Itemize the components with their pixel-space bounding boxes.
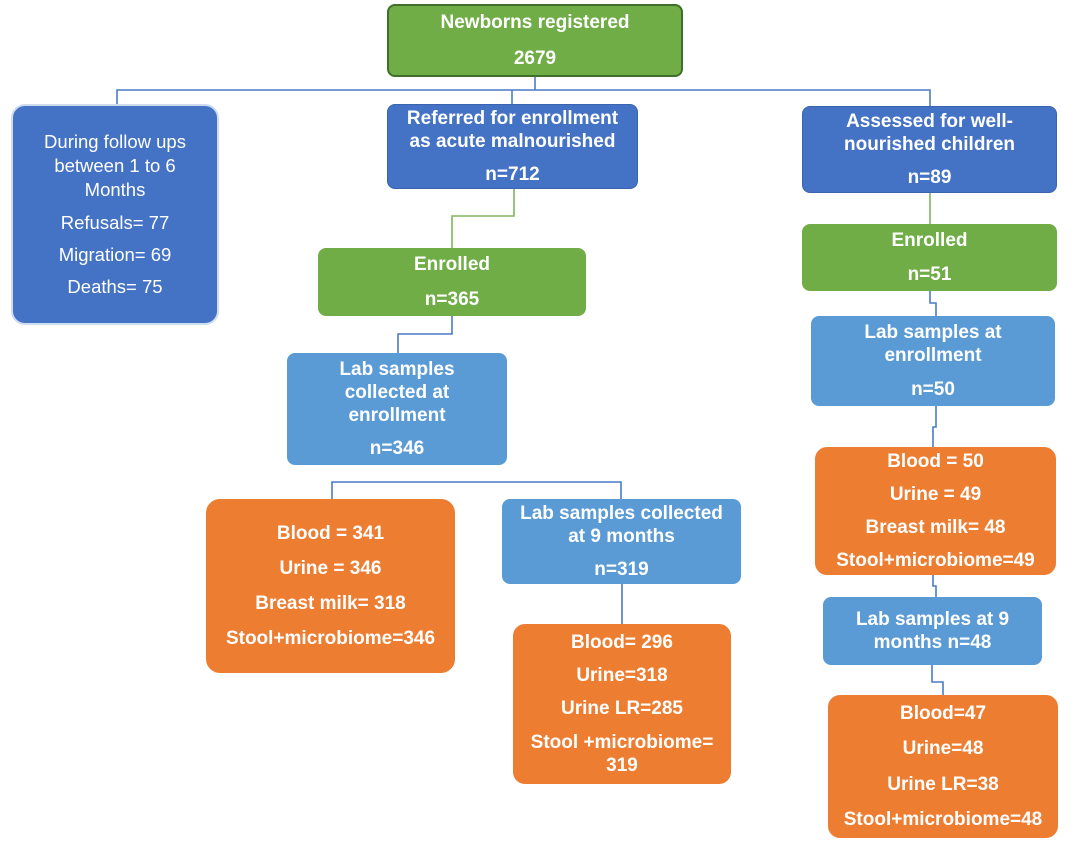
followups-deaths: Deaths= 75 bbox=[67, 275, 163, 297]
referred-box: Referred for enrollment as acute malnour… bbox=[387, 104, 638, 189]
lab-enroll-mal-line2: collected at bbox=[344, 381, 450, 403]
sample-mal-urine: Urine = 346 bbox=[279, 557, 382, 579]
lab-9m-mal-count: n=319 bbox=[594, 559, 649, 581]
lab-9months-malnourished-box: Lab samples collected at 9 months n=319 bbox=[502, 499, 741, 584]
referred-count: n=712 bbox=[485, 164, 540, 186]
newborns-title: Newborns registered bbox=[440, 12, 630, 34]
enrolled-mal-title: Enrolled bbox=[413, 253, 490, 275]
connector-well-lab9m-to-samples bbox=[931, 665, 944, 695]
sample-9m-mal-urine: Urine=318 bbox=[576, 665, 668, 687]
lab-enrollment-well-box: Lab samples at enrollment n=50 bbox=[811, 316, 1055, 406]
lab-9m-mal-line2: at 9 months bbox=[568, 525, 675, 547]
lab-9months-well-box: Lab samples at 9 months n=48 bbox=[823, 597, 1042, 665]
sample-9m-well-urine-lr: Urine LR=38 bbox=[887, 773, 999, 795]
samples-enrollment-well-box: Blood = 50 Urine = 49 Breast milk= 48 St… bbox=[815, 447, 1056, 575]
enrolled-mal-count: n=365 bbox=[424, 289, 480, 310]
connector-enrolled-to-lab bbox=[397, 316, 453, 353]
assessed-count: n=89 bbox=[907, 167, 952, 189]
assessed-line2: nourished children bbox=[843, 133, 1016, 155]
referred-line1: Referred for enrollment bbox=[406, 107, 619, 129]
sample-9m-well-urine: Urine=48 bbox=[902, 738, 984, 760]
connector-lab-split bbox=[331, 481, 622, 499]
enrolled-malnourished-box: Enrolled n=365 bbox=[318, 248, 586, 316]
lab-enroll-mal-line1: Lab samples bbox=[339, 358, 455, 380]
samples-9months-malnourished-box: Blood= 296 Urine=318 Urine LR=285 Stool … bbox=[513, 624, 731, 784]
sample-mal-blood: Blood = 341 bbox=[276, 522, 385, 544]
connector-well-enrolled-to-lab bbox=[929, 291, 937, 316]
sample-9m-mal-stool-line2: 319 bbox=[606, 754, 638, 776]
connector-well-lab-to-samples bbox=[932, 406, 937, 447]
assessed-box: Assessed for well- nourished children n=… bbox=[802, 106, 1057, 193]
lab-enroll-well-count: n=50 bbox=[911, 378, 955, 400]
samples-enrollment-malnourished-box: Blood = 341 Urine = 346 Breast milk= 318… bbox=[206, 499, 455, 673]
sample-9m-mal-blood: Blood= 296 bbox=[571, 632, 673, 654]
lab-enrollment-malnourished-box: Lab samples collected at enrollment n=34… bbox=[287, 353, 507, 465]
connector-referred-to-enrolled bbox=[451, 189, 515, 248]
sample-well-urine: Urine = 49 bbox=[889, 483, 982, 505]
lab-9m-well-line1: Lab samples at 9 bbox=[855, 608, 1010, 630]
followups-line2: between 1 to 6 bbox=[54, 155, 176, 177]
sample-mal-milk: Breast milk= 318 bbox=[255, 593, 406, 614]
sample-9m-mal-urine-lr: Urine LR=285 bbox=[561, 698, 683, 720]
connector-well-samples-to-lab9m bbox=[932, 575, 937, 597]
sample-well-stool: Stool+microbiome=49 bbox=[836, 550, 1035, 572]
enrolled-well-count: n=51 bbox=[907, 263, 952, 285]
newborns-count: 2679 bbox=[513, 47, 557, 69]
followups-refusals: Refusals= 77 bbox=[60, 211, 170, 233]
enrolled-well-box: Enrolled n=51 bbox=[802, 224, 1057, 291]
lab-9m-well-line2: months n=48 bbox=[873, 632, 992, 653]
sample-mal-stool: Stool+microbiome=346 bbox=[225, 628, 436, 650]
lab-9m-mal-line1: Lab samples collected bbox=[520, 502, 723, 524]
lab-enroll-mal-line3: enrollment bbox=[348, 405, 446, 426]
sample-9m-well-stool: Stool+microbiome=48 bbox=[843, 808, 1043, 830]
newborns-registered-box: Newborns registered 2679 bbox=[387, 4, 683, 77]
sample-well-milk: Breast milk= 48 bbox=[865, 517, 1006, 538]
enrolled-well-title: Enrolled bbox=[891, 230, 968, 252]
followups-migration: Migration= 69 bbox=[58, 243, 172, 265]
followups-box: During follow ups between 1 to 6 Months … bbox=[11, 104, 219, 325]
sample-9m-well-blood: Blood=47 bbox=[899, 703, 987, 725]
assessed-line1: Assessed for well- bbox=[846, 110, 1013, 132]
connector-top-branch bbox=[116, 89, 931, 106]
lab-enroll-well-line1: Lab samples at bbox=[864, 322, 1002, 344]
lab-enroll-well-line2: enrollment bbox=[884, 345, 982, 367]
lab-enroll-mal-count: n=346 bbox=[369, 438, 425, 460]
samples-9months-well-box: Blood=47 Urine=48 Urine LR=38 Stool+micr… bbox=[828, 695, 1058, 838]
followups-line3: Months bbox=[84, 179, 146, 201]
sample-9m-mal-stool-line1: Stool +microbiome= bbox=[530, 731, 714, 753]
referred-line2: as acute malnourished bbox=[409, 130, 616, 152]
followups-line1: During follow ups bbox=[44, 131, 186, 153]
sample-well-blood: Blood = 50 bbox=[887, 450, 984, 472]
